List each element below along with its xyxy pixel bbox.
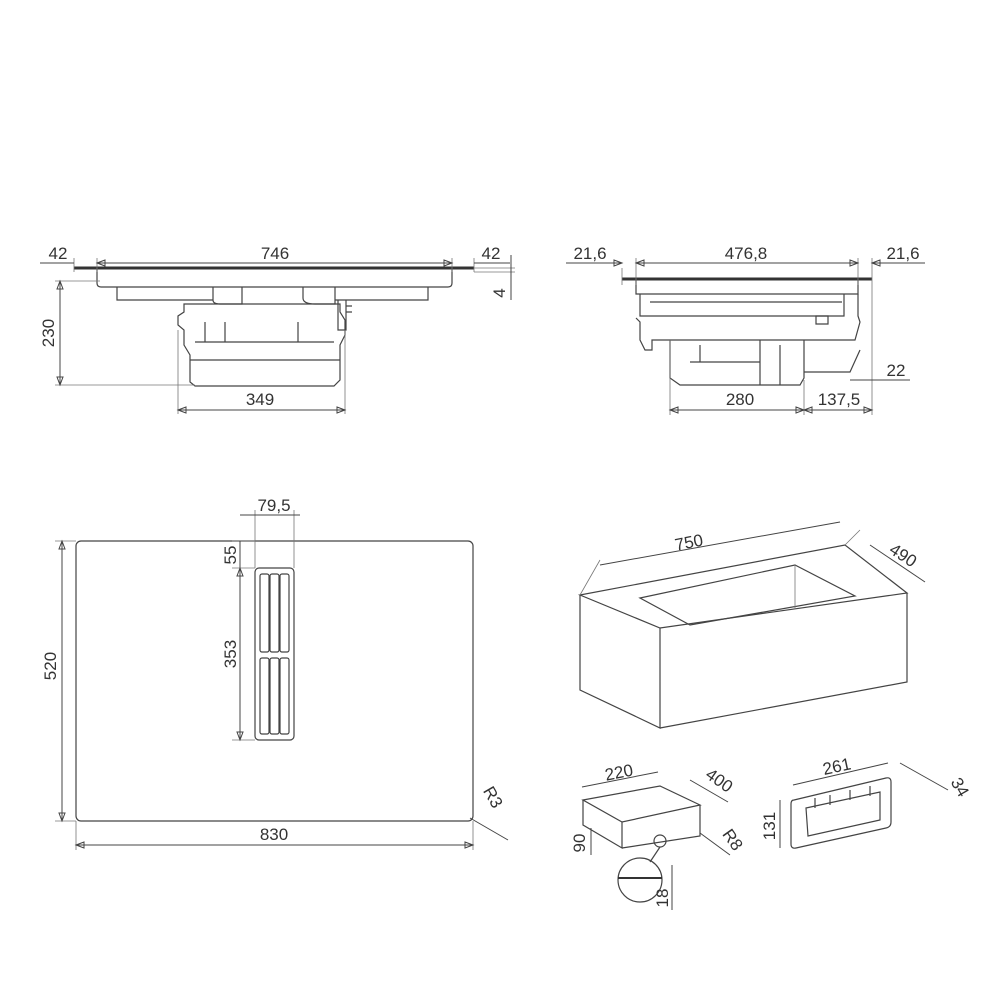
dim-cutout-width: 750 xyxy=(673,531,704,555)
dim-rear-offset: 22 xyxy=(887,361,906,380)
dim-rear-depth: 137,5 xyxy=(818,390,861,409)
dim-duct-detail: 18 xyxy=(653,889,672,908)
side-view: 21,6 476,8 21,6 22 280 137,5 xyxy=(566,244,925,415)
dim-vent-length: 353 xyxy=(221,640,240,668)
top-view: 79,5 55 353 520 830 R3 xyxy=(41,496,509,850)
dim-depth: 520 xyxy=(41,652,60,680)
dim-front-right-margin: 42 xyxy=(482,244,501,263)
dim-frame-height: 131 xyxy=(760,812,779,840)
dim-vent-width: 79,5 xyxy=(257,496,290,515)
duct-piece: 220 400 90 R8 18 xyxy=(570,761,747,910)
dim-motor-width: 349 xyxy=(246,390,274,409)
dim-duct-height: 90 xyxy=(570,834,589,853)
dim-duct-length: 400 xyxy=(702,765,736,797)
dim-side-width: 476,8 xyxy=(725,244,768,263)
dim-side-left-margin: 21,6 xyxy=(573,244,606,263)
dim-motor-depth: 280 xyxy=(726,390,754,409)
dim-frame-depth: 34 xyxy=(947,774,973,800)
dim-front-height: 230 xyxy=(39,319,58,347)
cutout-box: 750 490 xyxy=(577,521,926,729)
dim-duct-width: 220 xyxy=(603,761,634,785)
dim-front-width: 746 xyxy=(261,244,289,263)
frame-piece: 261 131 34 xyxy=(760,754,973,849)
dim-glass-thickness: 4 xyxy=(490,288,509,297)
dim-frame-width: 261 xyxy=(821,754,853,778)
dim-width: 830 xyxy=(260,825,288,844)
dim-front-left-margin: 42 xyxy=(49,244,68,263)
dim-corner-radius: R3 xyxy=(479,783,506,811)
front-view: 42 746 42 4 230 349 xyxy=(39,244,515,414)
dim-cutout-depth: 490 xyxy=(886,540,920,571)
dim-side-right-margin: 21,6 xyxy=(886,244,919,263)
dim-vent-offset: 55 xyxy=(221,546,240,565)
